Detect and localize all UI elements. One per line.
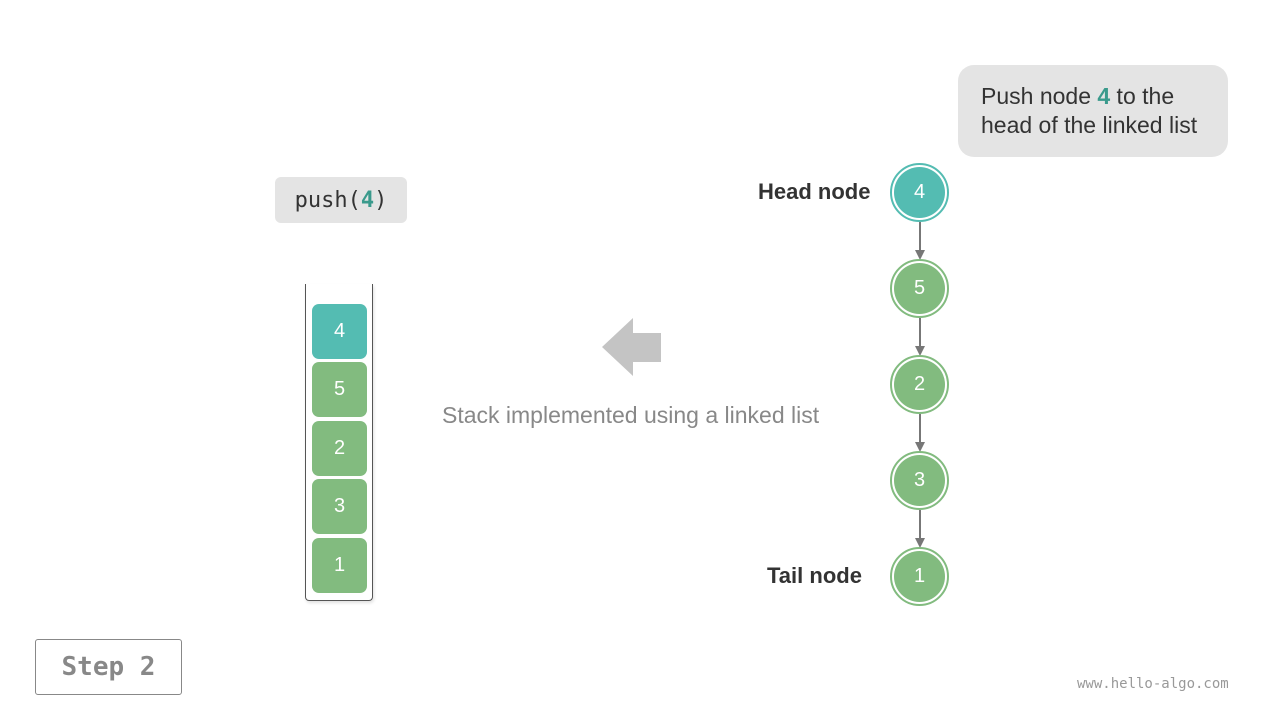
callout-text-prefix: Push node — [981, 83, 1098, 109]
list-node: 3 — [890, 451, 949, 510]
stack-item-bottom: 1 — [312, 538, 367, 593]
callout-text-suffix: to the head of the linked list — [981, 83, 1198, 138]
node-value: 3 — [894, 455, 945, 506]
diagram-caption: Stack implemented using a linked list — [442, 402, 820, 428]
stack-item: 5 — [312, 362, 367, 417]
node-value: 1 — [894, 551, 945, 602]
callout-highlight-value: 4 — [1097, 83, 1111, 109]
stack-item: 3 — [312, 479, 367, 534]
operation-suffix: ) — [374, 187, 388, 213]
stack-item-top: 4 — [312, 304, 367, 359]
node-value: 4 — [894, 167, 945, 218]
watermark: www.hello-algo.com — [1077, 676, 1229, 692]
operation-prefix: push( — [294, 187, 361, 213]
operation-argument: 4 — [360, 187, 375, 213]
list-node-tail: 1 — [890, 547, 949, 606]
head-node-label: Head node — [758, 179, 871, 204]
tail-node-label: Tail node — [767, 563, 862, 588]
operation-label: push(4) — [275, 177, 407, 223]
node-value: 5 — [894, 263, 945, 314]
left-arrow-icon — [602, 318, 661, 376]
list-node-head: 4 — [890, 163, 949, 222]
node-value: 2 — [894, 359, 945, 410]
step-description-callout: Push node 4 to the head of the linked li… — [958, 65, 1228, 157]
list-node: 5 — [890, 259, 949, 318]
stack-container — [305, 284, 373, 601]
stack-item: 2 — [312, 421, 367, 476]
step-indicator: Step 2 — [35, 639, 182, 695]
list-node: 2 — [890, 355, 949, 414]
